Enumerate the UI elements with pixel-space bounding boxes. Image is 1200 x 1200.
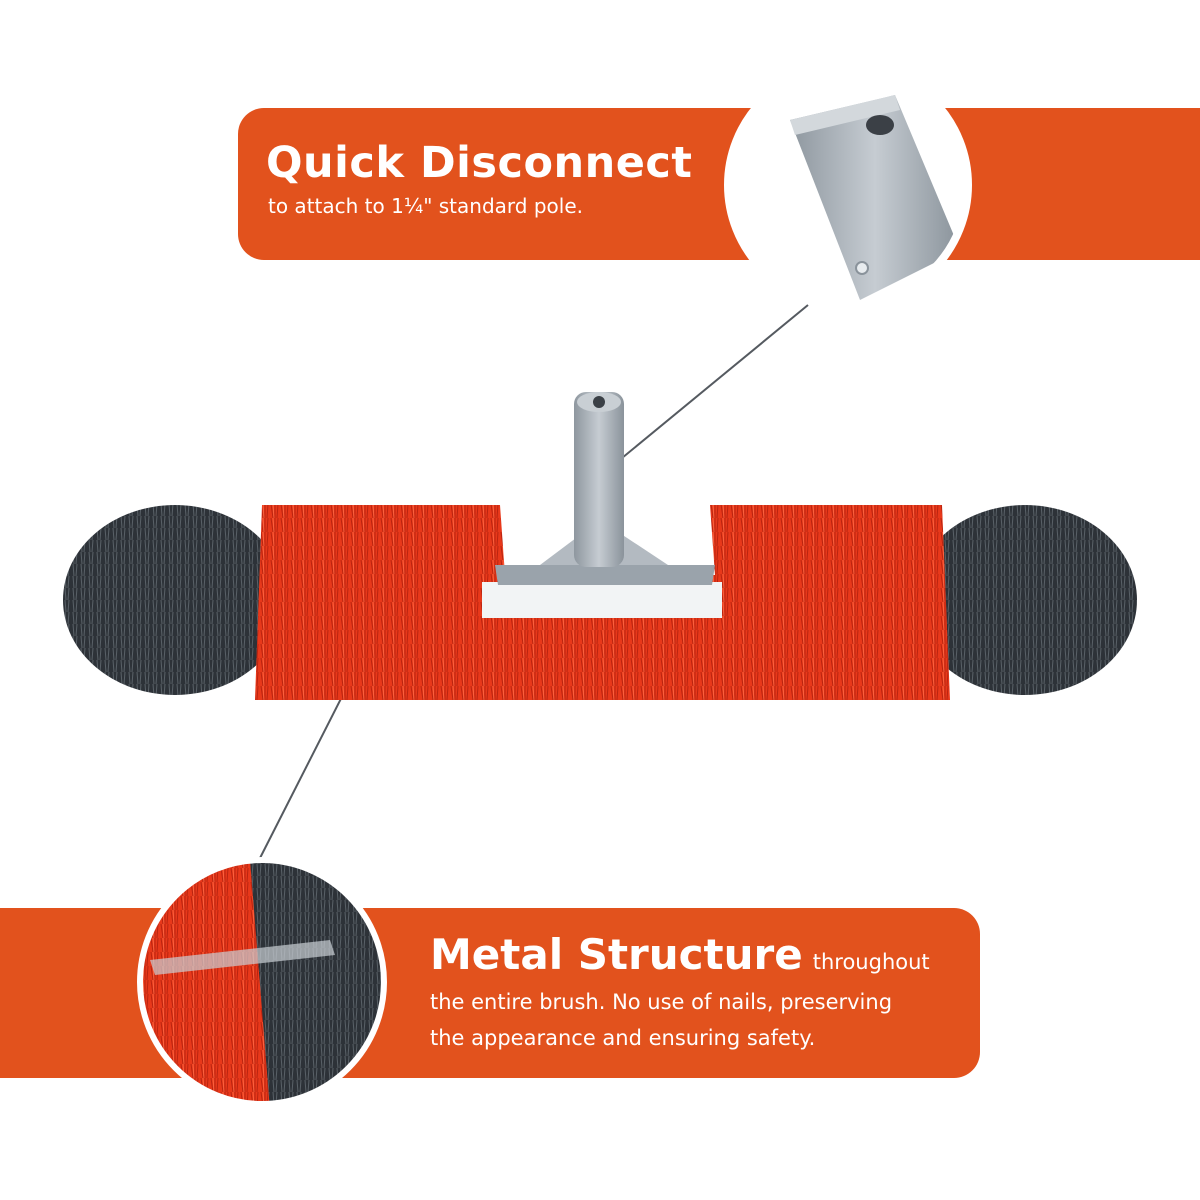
metal-structure-line-2: the entire brush. No use of nails, prese… — [430, 990, 893, 1014]
metal-structure-closeup — [140, 860, 384, 1104]
handle-stem — [574, 392, 624, 567]
quick-disconnect-closeup — [728, 65, 968, 305]
brush-base-plate — [482, 582, 722, 618]
quick-disconnect-subtitle: to attach to 1¼" standard pole. — [268, 194, 583, 218]
metal-structure-title-tail: throughout — [812, 950, 930, 974]
metal-structure-line-3: the appearance and ensuring safety. — [430, 1026, 816, 1050]
metal-structure-title: Metal Structure — [430, 930, 803, 979]
quick-disconnect-banner — [238, 108, 1200, 260]
quick-disconnect-title: Quick Disconnect — [266, 138, 693, 188]
bristles-dark-right — [913, 505, 1137, 695]
metal-structure-heading: Metal Structure throughout — [430, 930, 930, 979]
metal-bracket — [495, 565, 715, 585]
leader-line-top — [604, 304, 809, 473]
bristles-dark-left — [63, 505, 287, 695]
